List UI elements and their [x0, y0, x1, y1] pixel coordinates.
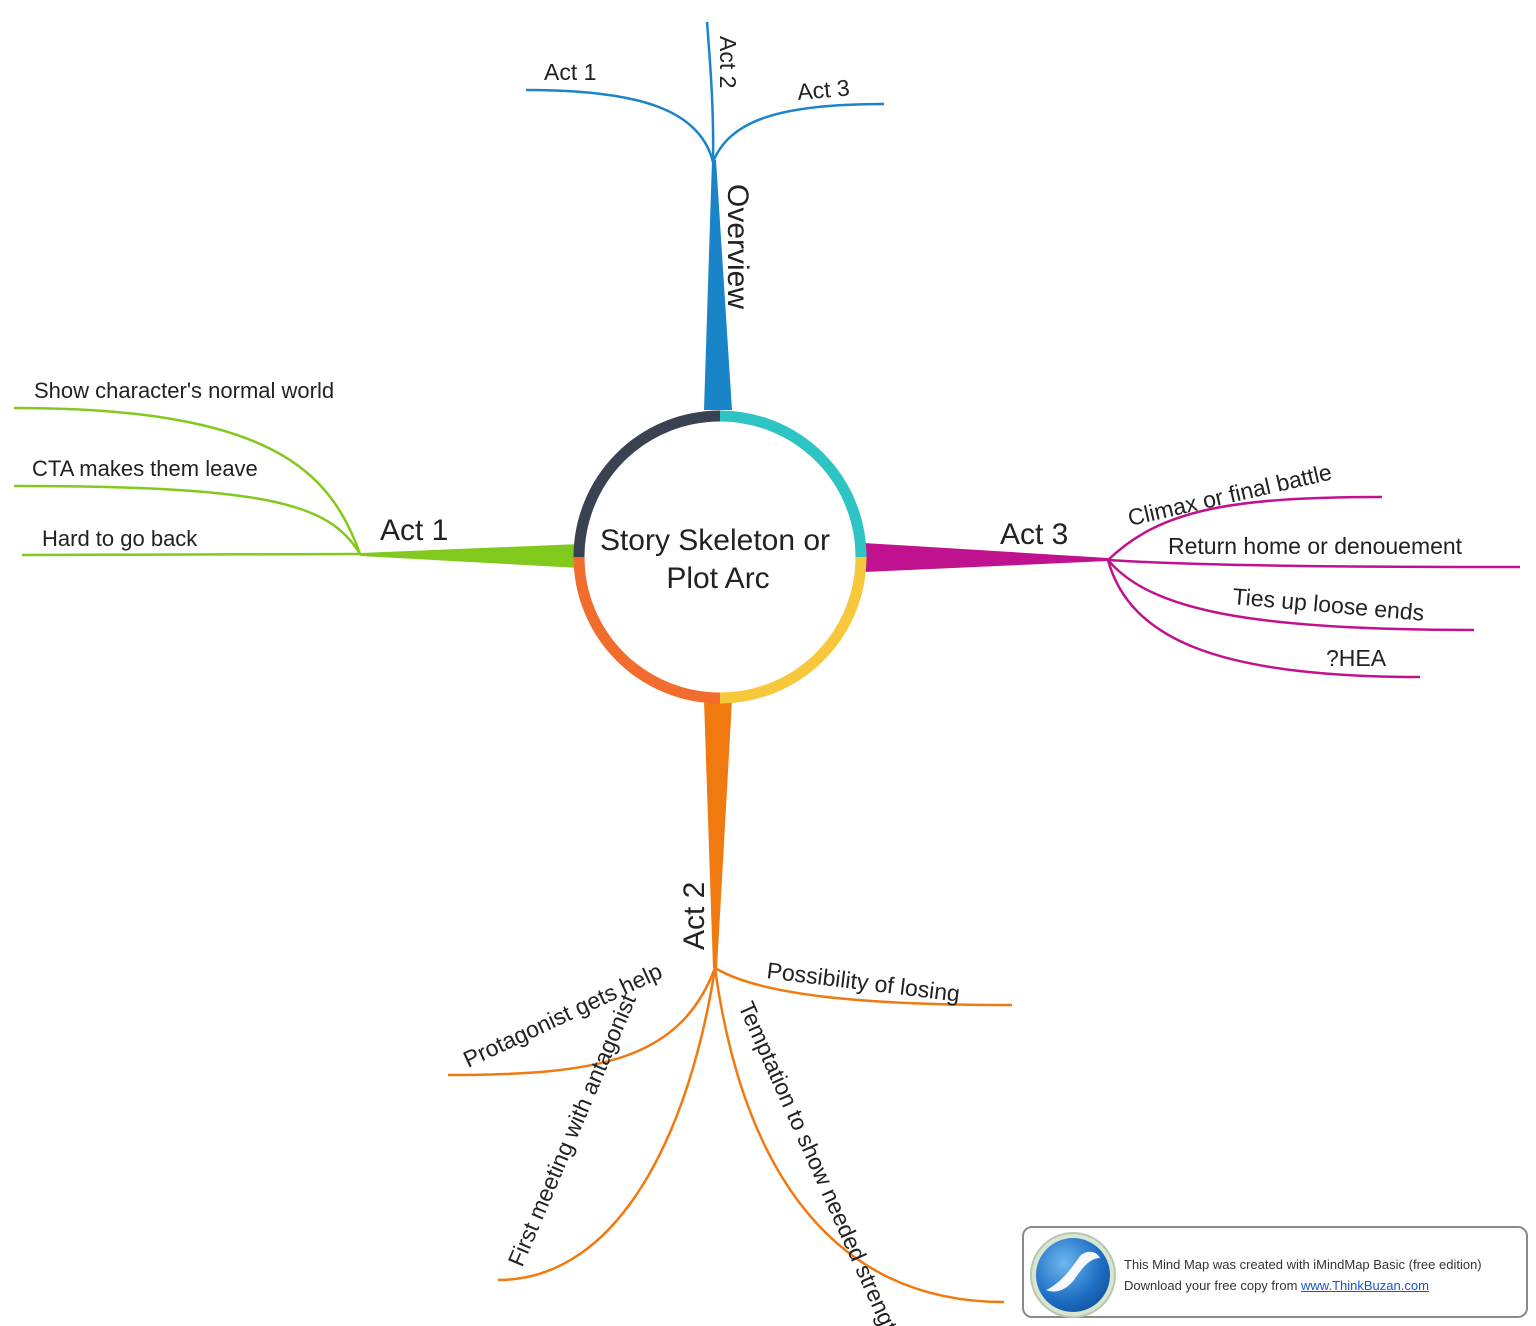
- ring-top-left: [573, 410, 721, 558]
- credit-box: This Mind Map was created with iMindMap …: [1022, 1226, 1528, 1318]
- act1-child-3-line: [21, 552, 361, 557]
- act2-child-2-line: [447, 967, 717, 1077]
- branch-act1-label: Act 1: [380, 514, 448, 547]
- central-topic[interactable]: Story Skeleton or Plot Arc: [573, 410, 867, 704]
- branch-act3: Act 3 Climax or final battle Return home…: [864, 459, 1521, 679]
- overview-child-act3-line: [711, 102, 885, 163]
- credit-line2: Download your free copy from www.ThinkBu…: [1124, 1275, 1482, 1296]
- overview-child-act2-line: [705, 21, 715, 163]
- act3-child-2-line: [1107, 558, 1521, 569]
- overview-child-act2: Act 2: [715, 36, 741, 88]
- ring-bottom-left: [573, 556, 721, 704]
- branch-act2-label: Act 2: [678, 882, 711, 950]
- overview-child-act3: Act 3: [796, 75, 850, 105]
- overview-child-act1: Act 1: [544, 59, 596, 85]
- branch-overview-trunk: [704, 160, 732, 410]
- thinkbuzan-link[interactable]: www.ThinkBuzan.com: [1301, 1278, 1429, 1293]
- branch-overview-label: Overview: [721, 184, 754, 309]
- act1-child-2-line: [13, 484, 362, 555]
- act1-child-1: Show character's normal world: [34, 378, 334, 403]
- act3-child-4: ?HEA: [1326, 645, 1387, 671]
- credit-line2-prefix: Download your free copy from: [1124, 1278, 1302, 1293]
- ring-top-right: [719, 410, 867, 558]
- act2-child-1-line: [714, 966, 1013, 1007]
- act1-child-1-line: [13, 406, 362, 555]
- act3-child-4-line: [1106, 559, 1421, 679]
- act2-child-4: Temptation to show needed strength: [733, 997, 908, 1326]
- branch-act1: Act 1 Show character's normal world CTA …: [13, 378, 580, 568]
- imindmap-logo-icon: [1036, 1238, 1110, 1312]
- credit-text: This Mind Map was created with iMindMap …: [1124, 1254, 1482, 1296]
- branch-act3-trunk: [864, 543, 1108, 572]
- branch-act2-trunk: [704, 700, 732, 968]
- branch-act1-trunk: [360, 544, 580, 568]
- overview-child-act1-line: [525, 88, 715, 163]
- act2-child-4-line: [713, 967, 1005, 1304]
- central-topic-line2: Plot Arc: [666, 562, 769, 595]
- act3-child-2: Return home or denouement: [1168, 533, 1463, 559]
- act3-child-1: Climax or final battle: [1125, 459, 1334, 531]
- act3-child-3-line: [1107, 559, 1475, 632]
- branch-act3-label: Act 3: [1000, 518, 1068, 551]
- ring-bottom-right: [719, 556, 867, 704]
- act2-child-3-line: [497, 967, 717, 1282]
- branch-act2: Act 2 Possibility of losing Protagonist …: [447, 700, 1013, 1326]
- act2-child-2: Protagonist gets help: [459, 958, 666, 1073]
- act1-child-3: Hard to go back: [42, 526, 198, 551]
- central-topic-fill: [579, 416, 861, 698]
- act1-child-2: CTA makes them leave: [32, 456, 258, 481]
- act3-child-1-line: [1107, 495, 1383, 561]
- central-topic-line1: Story Skeleton or: [600, 524, 830, 557]
- branch-overview: Overview Act 1 Act 2 Act 3: [525, 21, 885, 410]
- credit-line1: This Mind Map was created with iMindMap …: [1124, 1257, 1482, 1272]
